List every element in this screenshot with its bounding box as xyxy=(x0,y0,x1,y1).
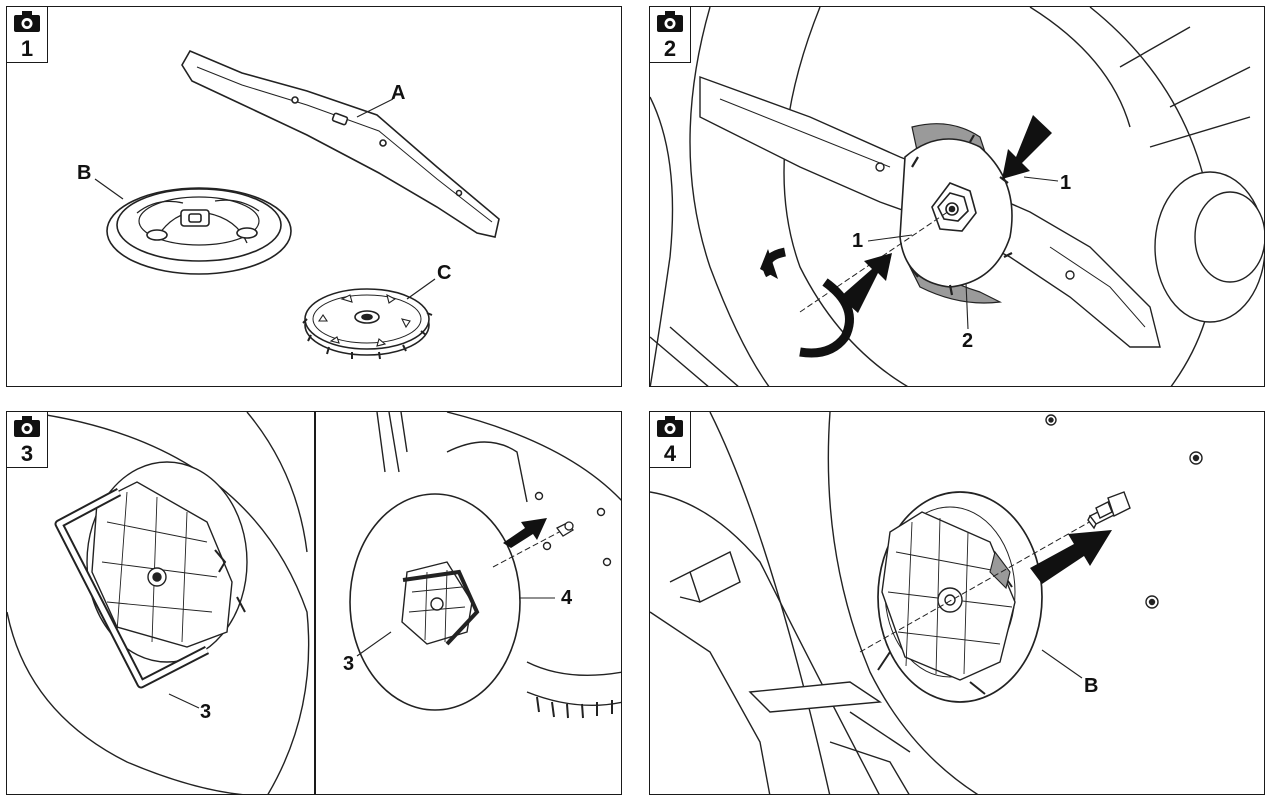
step-number: 4 xyxy=(663,441,677,466)
label-3-rotor: 3 xyxy=(343,653,355,675)
step-badge: 4 xyxy=(650,412,691,468)
step-3-panel: 3 3 3 4 xyxy=(6,411,622,795)
step-4-panel: 4 B xyxy=(649,411,1265,795)
panel-divider xyxy=(314,412,316,794)
label-1-hub: 1 xyxy=(852,230,864,252)
step-2-panel: 2 1 1 2 xyxy=(649,6,1265,387)
label-4: 4 xyxy=(561,587,573,609)
step-1-panel: 1 A B C xyxy=(6,6,622,387)
rotor-c xyxy=(302,288,433,360)
camera-icon xyxy=(14,11,40,32)
step-badge: 3 xyxy=(7,412,48,468)
step-2-illustration xyxy=(650,7,1264,386)
step-badge: 2 xyxy=(650,7,691,63)
step-1-illustration xyxy=(94,49,500,360)
step-4-illustration xyxy=(650,412,1203,794)
label-a: A xyxy=(391,82,406,104)
step-number: 2 xyxy=(663,36,677,61)
label-2: 2 xyxy=(962,330,974,352)
label-c: C xyxy=(437,262,452,284)
step-badge: 1 xyxy=(7,7,48,63)
step-number: 1 xyxy=(20,36,34,61)
camera-icon xyxy=(657,416,683,437)
blade-holder-b xyxy=(106,187,292,275)
camera-icon xyxy=(14,416,40,437)
label-1-clip: 1 xyxy=(1060,172,1072,194)
label-b: B xyxy=(77,162,92,184)
camera-icon xyxy=(657,11,683,32)
blade-a xyxy=(181,49,500,238)
label-3-key: 3 xyxy=(200,701,212,723)
step-number: 3 xyxy=(20,441,34,466)
step-3-illustration xyxy=(7,412,621,794)
label-b: B xyxy=(1084,675,1099,697)
